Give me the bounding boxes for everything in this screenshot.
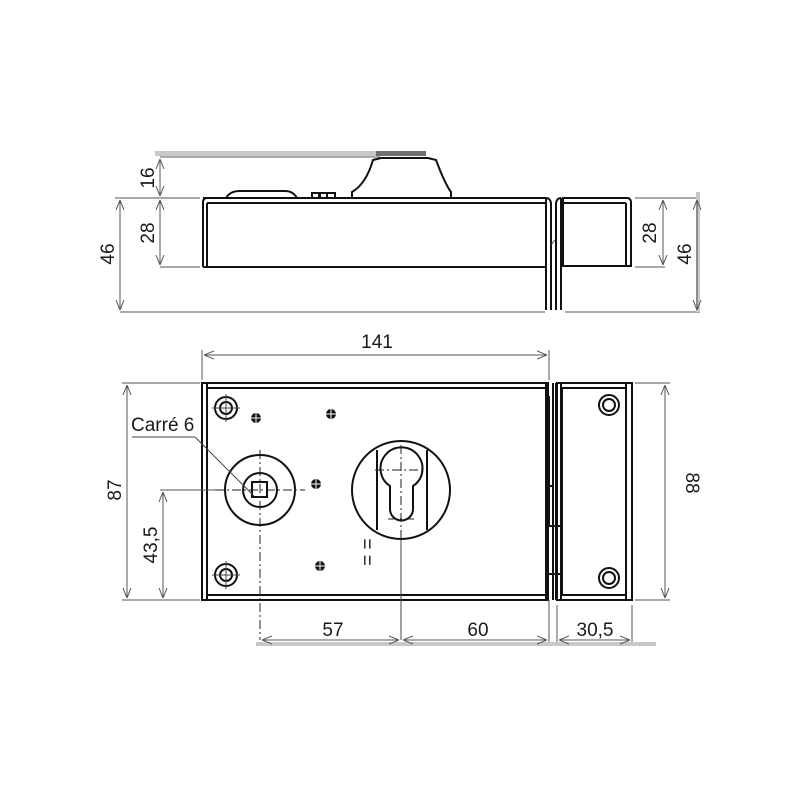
front-view: 141 [105, 332, 702, 646]
small-tabs [311, 192, 336, 199]
dim-label-46-left: 46 [98, 243, 119, 264]
screw-1 [251, 413, 261, 423]
screw-3 [311, 479, 321, 489]
lock-body-side [202, 197, 562, 310]
equal-mark: = = [358, 538, 379, 565]
dim-label-30-5: 30,5 [577, 620, 614, 641]
spindle-hub [215, 450, 305, 640]
keeper-front [556, 382, 633, 601]
dim-label-87: 87 [105, 479, 126, 500]
top-reference-line [155, 151, 410, 156]
dim-label-141: 141 [361, 332, 393, 353]
mounting-hole-bottom-left [212, 561, 240, 589]
dim-label-28-left: 28 [138, 222, 159, 243]
screw-2 [326, 409, 336, 419]
dim-label-43-5: 43,5 [141, 527, 162, 564]
spindle-leader-line [194, 436, 255, 497]
dim-label-16: 16 [138, 167, 159, 188]
top-view: 16 28 46 28 46 [98, 151, 700, 313]
slide-button-side [225, 190, 298, 199]
dim-label-28-right: 28 [640, 222, 661, 243]
dim-label-57: 57 [322, 620, 343, 641]
dim-label-60: 60 [467, 620, 488, 641]
cylinder-hole [351, 440, 451, 640]
spindle-label: Carré 6 [131, 415, 194, 436]
dim-label-46-right: 46 [675, 243, 696, 264]
mounting-hole-top-left [212, 394, 240, 422]
screw-4 [315, 561, 325, 571]
keeper-side [562, 197, 632, 267]
dim-label-88: 88 [681, 472, 702, 493]
knob-side [351, 157, 452, 198]
top-reference-line-dark [376, 151, 426, 156]
